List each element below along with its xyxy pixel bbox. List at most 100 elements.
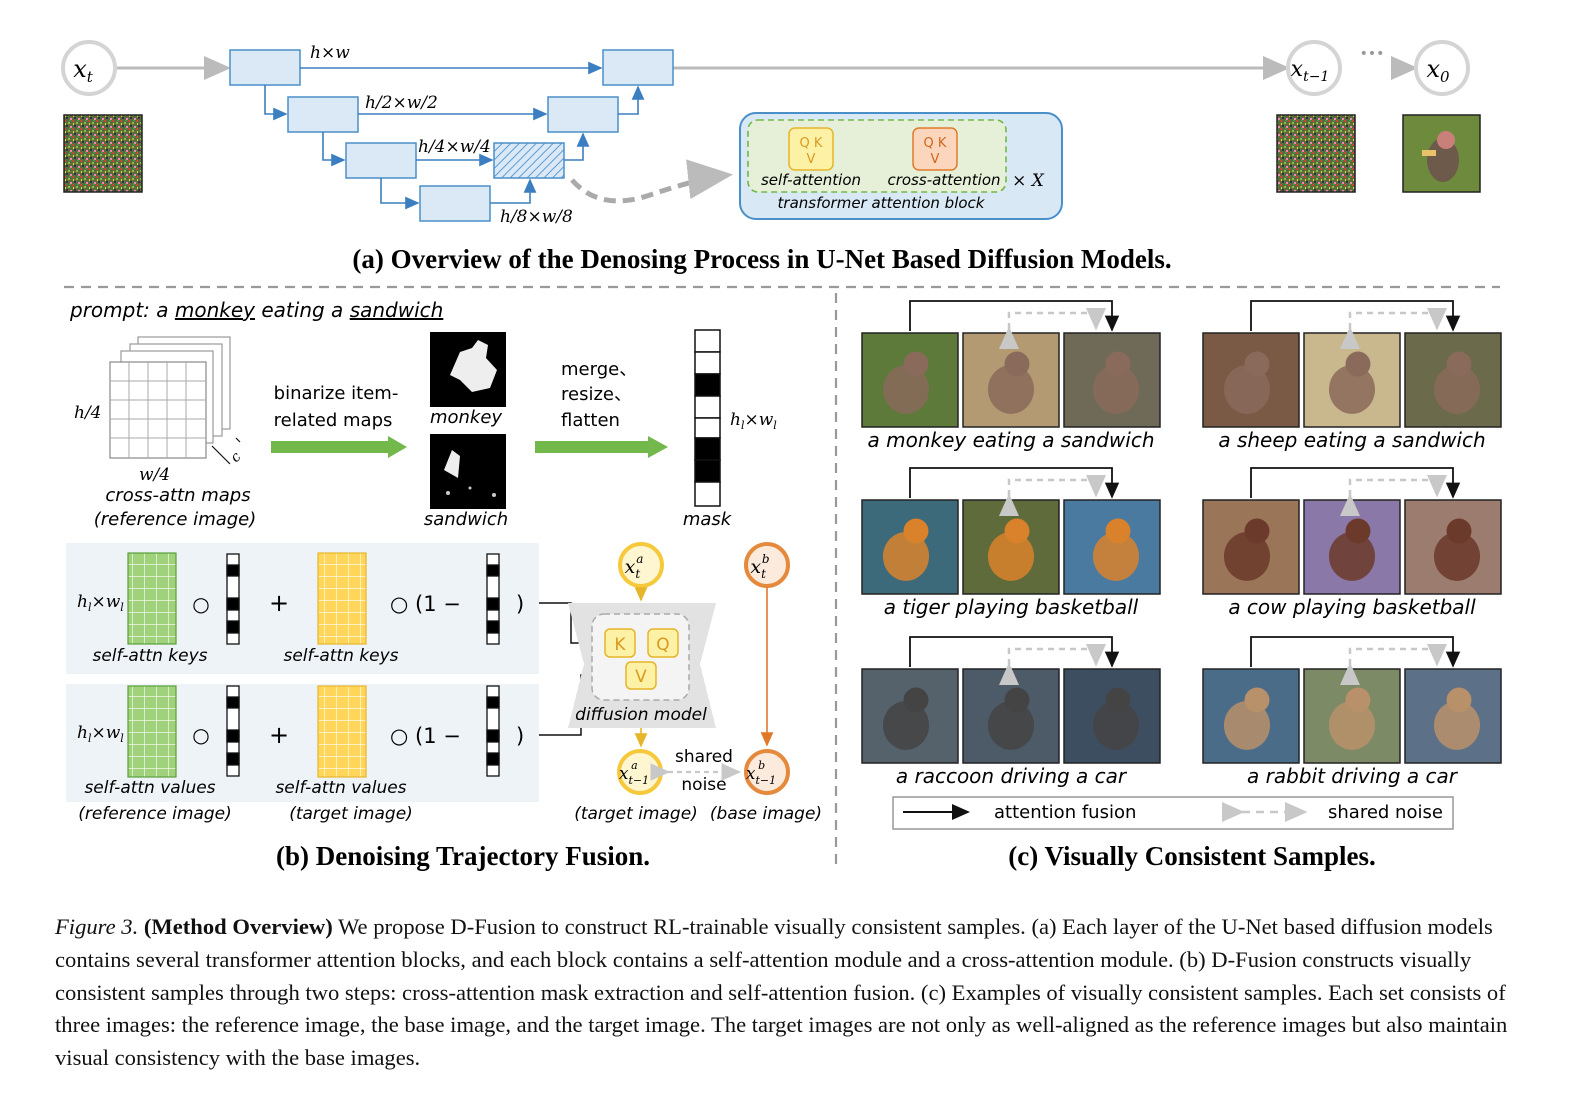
target-label: (target image) <box>574 804 698 824</box>
k-box <box>604 628 636 658</box>
sample-set: a tiger playing basketball <box>861 467 1161 619</box>
one-minus-symbol: ○ (1 − <box>390 592 461 616</box>
ref-keys-label: self-attn keys <box>92 646 207 666</box>
binarize-label-2: related maps <box>274 410 393 431</box>
sample-set: a rabbit driving a car <box>1202 636 1502 788</box>
shared-label: shared <box>675 747 733 767</box>
base-image <box>1303 499 1401 595</box>
base-image <box>1303 668 1401 764</box>
block-caption: transformer attention block <box>778 194 986 212</box>
base-label: (base image) <box>710 804 822 824</box>
svg-text:xt−1: xt−1 <box>1291 57 1330 85</box>
fusion-arrow <box>1250 300 1461 332</box>
fusion-arrow <box>909 467 1120 499</box>
target-image <box>1404 332 1502 428</box>
noisy-image-xt-1 <box>1276 114 1356 193</box>
mask-dim-label: hl×wl <box>730 410 777 432</box>
base-image <box>962 668 1060 764</box>
reference-image <box>1202 499 1300 595</box>
figure-number: Figure 3. <box>55 914 139 939</box>
fusion-arrow <box>1250 467 1461 499</box>
noise-arrow <box>1340 644 1447 685</box>
panel-b: prompt: a monkey eating a sandwich h/4 w… <box>66 298 822 871</box>
sample-caption: a sheep eating a sandwich <box>1218 428 1485 452</box>
q-box <box>647 628 679 658</box>
clean-image-x0 <box>1402 114 1481 193</box>
reference-image <box>861 499 959 595</box>
hadamard-symbol: ○ <box>192 592 209 616</box>
tgt-values-matrix <box>317 685 367 778</box>
merge-label-2: resize、 <box>561 384 632 405</box>
target-image <box>1063 332 1161 428</box>
merge-label-1: merge、 <box>561 359 637 380</box>
binarize-arrow-shaft <box>271 441 390 453</box>
sample-set: a cow playing basketball <box>1202 467 1502 619</box>
diffusion-model: K Q V diffusion model <box>568 603 716 728</box>
svg-text:xtb: xtb <box>750 552 769 581</box>
svg-text:K: K <box>614 635 626 655</box>
reference-image <box>1202 668 1300 764</box>
reference-image <box>861 332 959 428</box>
target-image <box>1404 668 1502 764</box>
plus-symbol: + <box>269 589 289 617</box>
res-label-1: h×w <box>310 43 350 63</box>
target-image <box>1063 668 1161 764</box>
cross-attn-maps <box>109 336 241 465</box>
caption-bold: (Method Overview) <box>143 914 333 939</box>
svg-text:Q: Q <box>656 635 669 655</box>
tgt-keys-matrix <box>317 552 367 645</box>
figure-caption: Figure 3. (Method Overview) We propose D… <box>55 911 1525 1075</box>
caption-text: We propose D-Fusion to construct RL-trai… <box>55 914 1508 1071</box>
node-x0: x0 <box>1414 40 1470 96</box>
maps-w-label: w/4 <box>139 465 170 485</box>
transformer-block: Q K V Q K V self-attention cross-attenti… <box>739 112 1063 220</box>
maps-label: cross-attn maps <box>105 485 250 506</box>
svg-text:xt−1a: xt−1a <box>619 759 649 787</box>
values-row: hl×wl ○ + ○ (1 − ) self-attn values (ref… <box>77 685 524 824</box>
noise-label: noise <box>681 775 726 795</box>
unet-dec-1 <box>602 49 674 86</box>
ref-values-matrix <box>127 685 177 778</box>
reference-image <box>1202 332 1300 428</box>
panel-c: (c) Visually Consistent Samples. attenti… <box>861 300 1502 871</box>
fusion-arrow <box>909 300 1120 332</box>
noise-arrow <box>999 644 1106 685</box>
target-image <box>1404 499 1502 595</box>
sample-set: a monkey eating a sandwich <box>861 300 1161 452</box>
svg-text:V: V <box>807 152 816 167</box>
noise-arrow <box>999 475 1106 516</box>
keys-mask-1 <box>226 553 240 645</box>
zoom-arrow <box>570 159 733 204</box>
node-xt1b: xt−1b <box>744 749 790 795</box>
noise-arrow <box>1340 308 1447 349</box>
svg-text:xt−1b: xt−1b <box>746 759 776 787</box>
sample-caption: a rabbit driving a car <box>1247 764 1459 788</box>
one-minus-symbol: ○ (1 − <box>390 724 461 748</box>
ref-values-label: self-attn values <box>84 778 215 798</box>
node-xta: xta <box>618 542 664 588</box>
merge-label-3: flatten <box>561 410 620 431</box>
svg-text:xt: xt <box>73 55 94 86</box>
node-xt-1: xt−1 <box>1286 40 1342 96</box>
unet-enc-2 <box>287 96 359 133</box>
maps-sub-label: (reference image) <box>94 509 257 530</box>
binarize-label-1: binarize item- <box>274 383 399 404</box>
self-attention-label: self-attention <box>761 171 861 189</box>
res-label-2: h/2×w/2 <box>365 93 438 113</box>
unet-enc-1 <box>229 49 301 86</box>
maps-h-label: h/4 <box>74 403 102 423</box>
reference-image <box>861 668 959 764</box>
values-mask-1 <box>226 685 240 777</box>
noise-arrow <box>999 308 1106 349</box>
unet-dec-3 <box>493 142 565 179</box>
ref-values-sub: (reference image) <box>78 804 232 824</box>
target-image <box>1063 499 1161 595</box>
svg-text:V: V <box>635 667 647 687</box>
close-paren: ) <box>516 592 524 616</box>
cross-attention-label: cross-attention <box>887 171 1000 189</box>
svg-text:x0: x0 <box>1426 55 1450 86</box>
values-dim-label: hl×wl <box>77 723 124 745</box>
res-label-3: h/4×w/4 <box>418 137 491 157</box>
legend: attention fusion shared noise <box>892 796 1454 830</box>
svg-text:xta: xta <box>625 552 644 581</box>
